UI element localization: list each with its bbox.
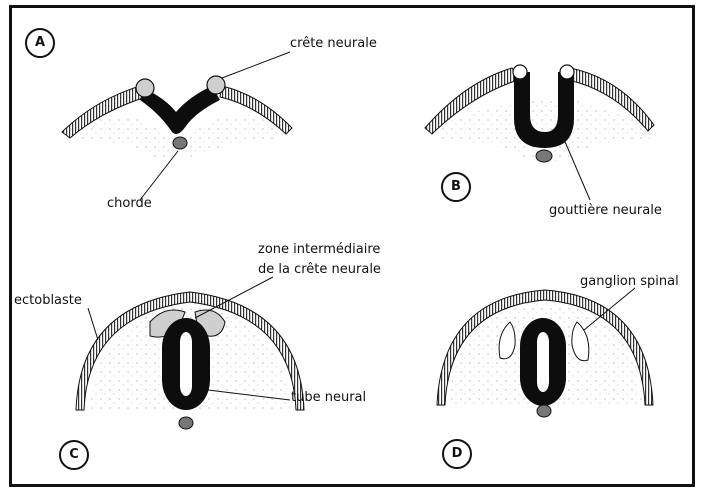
label-crete-neurale: crête neurale bbox=[290, 36, 377, 52]
panel-a-illustration bbox=[62, 52, 292, 200]
neural-crest-left-b bbox=[513, 65, 527, 79]
panel-letter-c: C bbox=[59, 440, 89, 470]
neural-crest-right-b bbox=[560, 65, 574, 79]
panel-c-illustration bbox=[76, 277, 304, 429]
neural-canal-c bbox=[180, 332, 192, 396]
leader-line-crest bbox=[222, 52, 290, 78]
label-ectoblaste: ectoblaste bbox=[14, 293, 82, 309]
notochord-a bbox=[173, 137, 187, 149]
panel-letter-a: A bbox=[25, 28, 55, 58]
label-zone-intermediaire-line1: zone intermédiaire bbox=[258, 242, 380, 258]
panel-letter-b: B bbox=[441, 172, 471, 202]
label-chorde: chorde bbox=[107, 196, 152, 212]
label-zone-intermediaire-line2: de la crête neurale bbox=[258, 262, 381, 278]
notochord-c bbox=[179, 417, 193, 429]
label-gouttiere-neurale: gouttière neurale bbox=[549, 203, 662, 219]
leader-line-chorde bbox=[140, 151, 178, 200]
leader-line-ectoblaste bbox=[88, 308, 98, 340]
neural-crest-right-a bbox=[207, 76, 225, 94]
label-ganglion-spinal: ganglion spinal bbox=[580, 274, 679, 290]
panel-d-illustration bbox=[437, 288, 653, 417]
notochord-b bbox=[536, 150, 552, 162]
neural-crest-left-a bbox=[136, 79, 154, 97]
panel-letter-d: D bbox=[442, 439, 472, 469]
label-tube-neural: tube neural bbox=[291, 390, 366, 406]
neural-canal-d bbox=[537, 332, 549, 392]
notochord-d bbox=[537, 405, 551, 417]
